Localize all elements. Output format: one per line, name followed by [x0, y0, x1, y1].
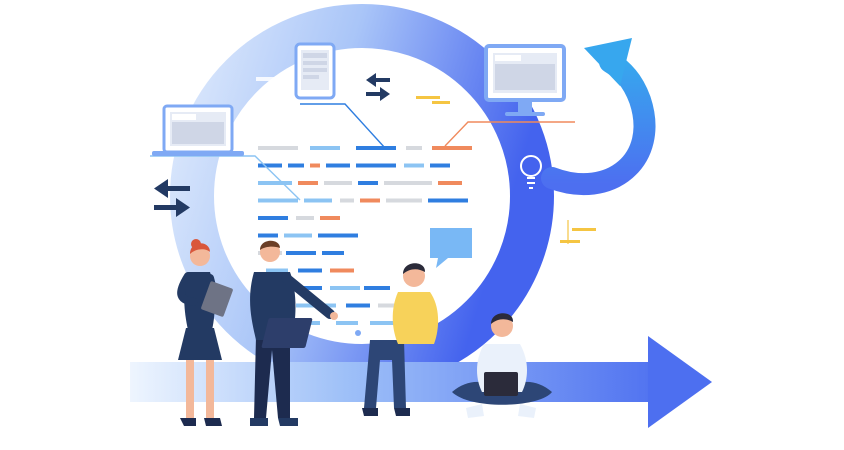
- document-line: [364, 286, 390, 290]
- document-line: [258, 181, 292, 185]
- document-line: [326, 163, 350, 168]
- document-line: [258, 198, 298, 203]
- document-line: [386, 198, 422, 203]
- accent-bars: [256, 77, 596, 244]
- document-line: [336, 321, 358, 325]
- document-line: [428, 198, 468, 203]
- document-line: [288, 163, 304, 168]
- document-line: [300, 286, 322, 290]
- document-line: [284, 233, 312, 238]
- document-line: [356, 163, 396, 168]
- document-line: [258, 233, 278, 238]
- document-line: [310, 146, 340, 150]
- document-line: [258, 216, 288, 220]
- laptop-icon: [152, 104, 244, 156]
- document-line: [430, 163, 450, 168]
- document-line: [404, 163, 424, 168]
- transfer-arrows-icon: [154, 179, 190, 217]
- document-line: [266, 268, 288, 273]
- document-line: [378, 303, 408, 308]
- woman-with-tablet: [177, 239, 233, 426]
- document-line: [360, 198, 380, 203]
- man-sitting-with-laptop: [261, 263, 439, 416]
- transfer-arrows-icon: [366, 73, 390, 101]
- document-line: [320, 216, 340, 220]
- document-line: [296, 216, 314, 220]
- monitor-icon: [484, 44, 566, 116]
- document-line: [286, 251, 316, 255]
- document-line: [438, 181, 462, 185]
- document-line: [340, 198, 354, 203]
- document-line: [432, 146, 472, 150]
- document-line: [310, 163, 320, 168]
- document-line: [370, 321, 400, 325]
- man-pointing: [250, 240, 338, 426]
- chat-bubble-icon: [430, 228, 472, 268]
- man-cross-legged-with-laptop: [452, 313, 552, 418]
- document-line: [318, 233, 358, 238]
- document-line: [258, 163, 282, 168]
- document-line: [298, 268, 322, 273]
- document-line: [406, 146, 422, 150]
- cycle-ring: [170, 4, 554, 388]
- document-line: [330, 268, 354, 273]
- document-line: [258, 146, 298, 150]
- lightbulb-icon: [520, 155, 542, 189]
- document-line: [358, 181, 378, 185]
- document-line: [384, 181, 432, 185]
- document-line: [346, 303, 370, 308]
- tablet-icon: [294, 42, 336, 100]
- document-line: [324, 181, 352, 185]
- document-line: [322, 251, 344, 255]
- document-line: [304, 198, 332, 203]
- document-line: [330, 286, 360, 290]
- cycle-arrow-icon: [541, 38, 656, 196]
- document-line: [298, 181, 318, 185]
- document-line: [356, 146, 396, 150]
